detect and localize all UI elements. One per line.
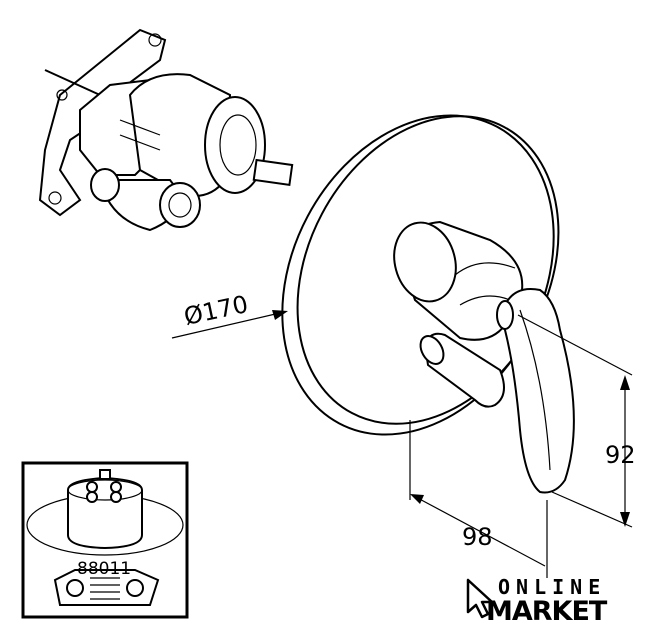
depth-label: 98 — [462, 523, 493, 551]
svg-text:MARKET: MARKET — [486, 596, 608, 627]
part-number: 88011 — [77, 559, 131, 579]
inset-box: 88011 — [21, 461, 189, 619]
height-label: 92 — [605, 441, 636, 469]
mixer-knob — [393, 220, 524, 341]
dimension-depth: 98 — [409, 420, 548, 578]
online-market-logo: ONLINE MARKET — [466, 575, 609, 627]
svg-text:ONLINE: ONLINE — [498, 575, 606, 599]
diverter-handle — [419, 332, 505, 408]
lever-handle — [496, 288, 575, 494]
cursor-icon — [466, 578, 494, 619]
dimension-height: 92 — [517, 314, 636, 528]
dimension-diameter: Ø170 — [171, 290, 288, 339]
diameter-label: Ø170 — [181, 290, 250, 331]
concealed-valve-body — [38, 28, 294, 232]
